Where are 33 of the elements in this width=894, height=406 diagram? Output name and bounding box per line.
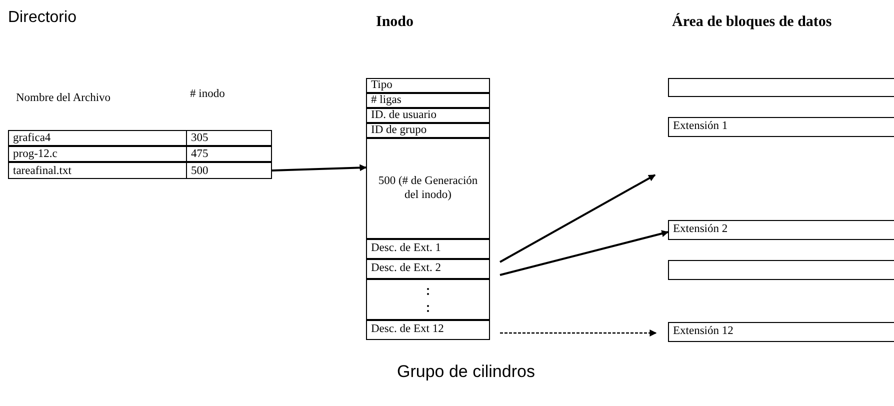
column-header: Nombre del Archivo [16, 92, 111, 104]
inode-field: Tipo [366, 78, 490, 93]
arrow [500, 174, 656, 263]
data-block [668, 260, 894, 280]
file-name: tareafinal.txt [12, 164, 72, 178]
arrow [272, 164, 367, 172]
table-row [8, 130, 272, 146]
data-block: Extensión 12 [668, 322, 894, 342]
inode-field: Desc. de Ext. 1 [366, 239, 490, 259]
inode-number: 305 [186, 131, 270, 145]
data-block [668, 78, 894, 97]
section-title: Inodo [376, 14, 414, 31]
arrow [500, 330, 657, 336]
inode-field: # ligas [366, 93, 490, 108]
inode-number: 500 [186, 163, 270, 178]
inode-field: ID de grupo [366, 123, 490, 138]
arrow [500, 230, 669, 276]
section-title: Área de bloques de datos [672, 14, 832, 31]
caption-label: Grupo de cilindros [397, 362, 535, 382]
data-block: Extensión 1 [668, 117, 894, 137]
table-row [8, 146, 272, 162]
data-block: Extensión 2 [668, 220, 894, 240]
column-header: # inodo [190, 88, 225, 100]
inode-field: Desc. de Ext. 2 [366, 259, 490, 279]
inode-field: Desc. de Ext 12 [366, 320, 490, 340]
inode-number: 475 [186, 147, 270, 161]
inode-field: ID. de usuario [366, 108, 490, 123]
inode-field [366, 279, 490, 320]
section-title: Directorio [8, 9, 76, 27]
inode-field: 500 (# de Generación del inodo) [366, 138, 490, 239]
table-row [8, 162, 272, 179]
file-name: grafica4 [12, 131, 52, 145]
file-name: prog-12.c [12, 147, 58, 161]
